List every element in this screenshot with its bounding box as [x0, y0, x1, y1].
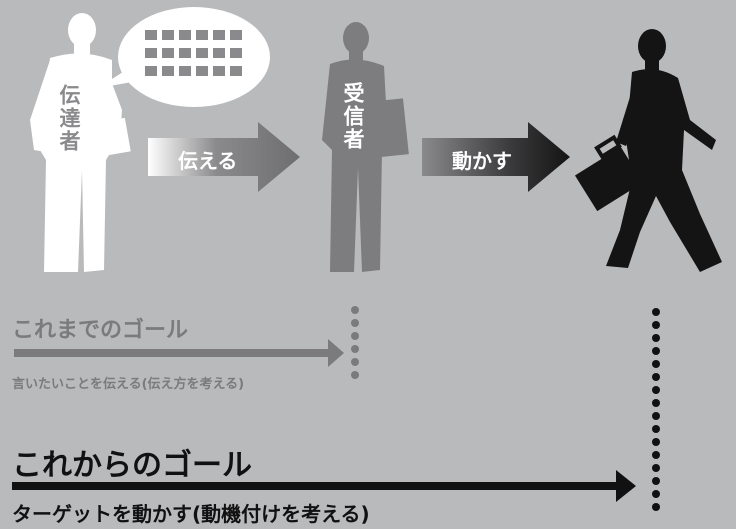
mover-dotted-line	[652, 308, 660, 511]
receiver-label: 受信者	[341, 82, 365, 151]
speech-bubble	[98, 7, 270, 107]
receiver-dotted-line	[351, 306, 359, 379]
new-goal-subtitle: ターゲットを動かす(動機付けを考える)	[12, 502, 370, 526]
old-goal-subtitle: 言いたいことを伝える(伝え方を考える)	[12, 377, 245, 392]
new-goal-title: これからのゴール	[12, 448, 252, 483]
walking-figure	[574, 29, 722, 272]
convey-arrow-label: 伝える	[178, 149, 238, 173]
convey-arrow	[148, 122, 300, 192]
new-goal-arrow	[12, 470, 636, 502]
bubble-text-blocks	[145, 30, 242, 76]
receiver-figure	[322, 22, 409, 272]
move-arrow-label: 動かす	[452, 149, 512, 173]
sender-label: 伝達者	[57, 84, 81, 153]
old-goal-title: これまでのゴール	[12, 318, 189, 343]
old-goal-arrow	[14, 339, 344, 367]
sender-figure	[30, 13, 131, 272]
move-arrow	[422, 122, 570, 192]
